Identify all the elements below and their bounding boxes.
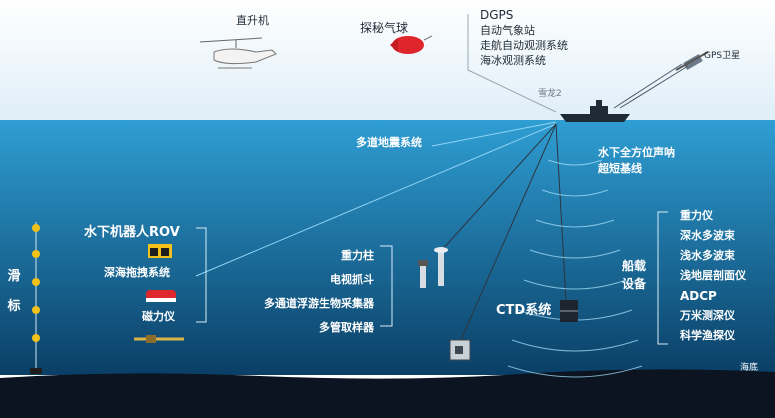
onboard-item: 浅地层剖面仪 — [680, 269, 746, 282]
rov-icon — [148, 244, 172, 258]
rov-label: 水下机器人ROV — [84, 225, 180, 240]
sampler-item: 重力柱 — [341, 249, 374, 262]
ctd-icon — [560, 300, 578, 322]
float-icon — [30, 224, 42, 374]
balloon-label: 探秘气球 — [360, 21, 409, 35]
sky-background — [0, 0, 775, 120]
helicopter-label: 直升机 — [236, 14, 269, 27]
deep-tow-label: 深海拖拽系统 — [104, 266, 170, 279]
onboard-item: 万米测深仪 — [680, 309, 735, 322]
tow-cable-sampler — [439, 123, 557, 253]
onboard-item: 科学渔探仪 — [680, 329, 735, 342]
onboard-title-2: 设备 — [622, 277, 647, 291]
rov-group-bracket — [196, 227, 207, 323]
glider-label-2: 标 — [7, 299, 21, 314]
onboard-bracket — [657, 211, 668, 345]
multicorer-icon — [434, 247, 448, 286]
acoustic-label-2: 超短基线 — [598, 162, 642, 175]
tv-grab-icon — [449, 339, 471, 361]
tow-cable-grab — [459, 123, 557, 343]
onboard-title-1: 船载 — [622, 259, 647, 273]
ship-system-item: 海冰观测系统 — [480, 54, 546, 67]
acoustic-label-1: 水下全方位声呐 — [598, 146, 675, 159]
balloon-icon — [390, 35, 433, 54]
ship-system-item: DGPS — [480, 8, 514, 22]
ship-system-item: 走航自动观测系统 — [480, 39, 568, 52]
ship-system-item: 自动气象站 — [480, 24, 535, 37]
seismic-line — [431, 121, 557, 147]
ship-systems-connector — [467, 14, 557, 113]
glider-label-1: 滑 — [7, 269, 21, 284]
gps-beam — [613, 63, 683, 109]
gps-label: GPS卫星 — [704, 51, 741, 61]
tow-cable-ctd — [555, 123, 567, 301]
onboard-item: 深水多波束 — [680, 229, 735, 242]
ship-icon — [560, 100, 630, 122]
deep-tow-icon — [146, 290, 176, 302]
sampler-item: 多通道浮游生物采集器 — [264, 297, 374, 310]
ship-systems-list: DGPS 自动气象站 走航自动观测系统 海冰观测系统 — [480, 8, 568, 68]
onboard-item: 浅水多波束 — [680, 249, 735, 262]
magnetometer-icon — [134, 335, 184, 343]
sampler-item: 多管取样器 — [319, 321, 374, 334]
gps-beam — [619, 65, 689, 109]
sampler-list: 重力柱 电视抓斗 多通道浮游生物采集器 多管取样器 — [248, 244, 374, 340]
onboard-equipment-list: 重力仪 深水多波束 浅水多波束 浅地层剖面仪 ADCP 万米测深仪 科学渔探仪 — [680, 206, 746, 346]
ship-name-label: 雪龙2 — [538, 89, 562, 99]
sea-background — [0, 120, 775, 375]
magnetometer-label: 磁力仪 — [142, 310, 175, 323]
sampler-group-bracket — [380, 245, 393, 327]
seismic-label: 多道地震系统 — [356, 136, 422, 149]
seafloor — [0, 369, 775, 418]
ctd-label: CTD系统 — [496, 303, 552, 318]
tow-cable-rov — [195, 123, 557, 277]
seafloor-label: 海底 — [740, 363, 759, 373]
sampler-item: 电视抓斗 — [330, 273, 374, 286]
gps-satellite-icon — [675, 51, 709, 71]
gravity-corer-icon — [418, 260, 428, 288]
onboard-item: ADCP — [680, 289, 717, 303]
helicopter-icon — [199, 37, 277, 69]
onboard-item: 重力仪 — [680, 209, 713, 222]
